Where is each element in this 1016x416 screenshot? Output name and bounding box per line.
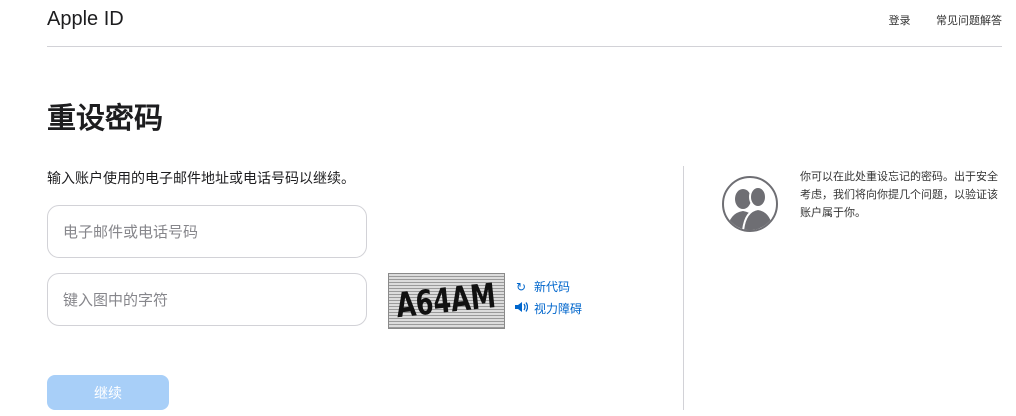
captcha-input[interactable] <box>47 273 367 326</box>
speaker-icon <box>514 301 529 316</box>
top-bar: Apple ID 登录 常见问题解答 <box>47 0 1002 47</box>
audio-captcha-button[interactable]: 视力障碍 <box>514 300 582 317</box>
instruction-text: 输入账户使用的电子邮件地址或电话号码以继续。 <box>47 171 355 187</box>
captcha-text: A64AM <box>394 276 498 326</box>
faq-link[interactable]: 常见问题解答 <box>936 14 1002 27</box>
captcha-image: A64AM <box>388 273 505 329</box>
vertical-divider <box>683 166 684 410</box>
people-icon <box>721 175 779 233</box>
audio-label: 视力障碍 <box>534 302 583 316</box>
help-text: 你可以在此处重设忘记的密码。出于安全考虑，我们将向你提几个问题，以验证该账户属于… <box>800 170 998 219</box>
new-code-label: 新代码 <box>534 280 571 294</box>
top-nav: 登录 常见问题解答 <box>867 12 1003 28</box>
page-title: 重设密码 <box>47 101 164 135</box>
brand-title: Apple ID <box>47 8 124 30</box>
refresh-icon: ↻ <box>515 279 527 294</box>
continue-button[interactable]: 继续 <box>47 375 169 410</box>
sign-in-link[interactable]: 登录 <box>888 14 911 27</box>
new-code-button[interactable]: ↻ 新代码 <box>514 278 570 295</box>
email-or-phone-input[interactable] <box>47 205 367 258</box>
